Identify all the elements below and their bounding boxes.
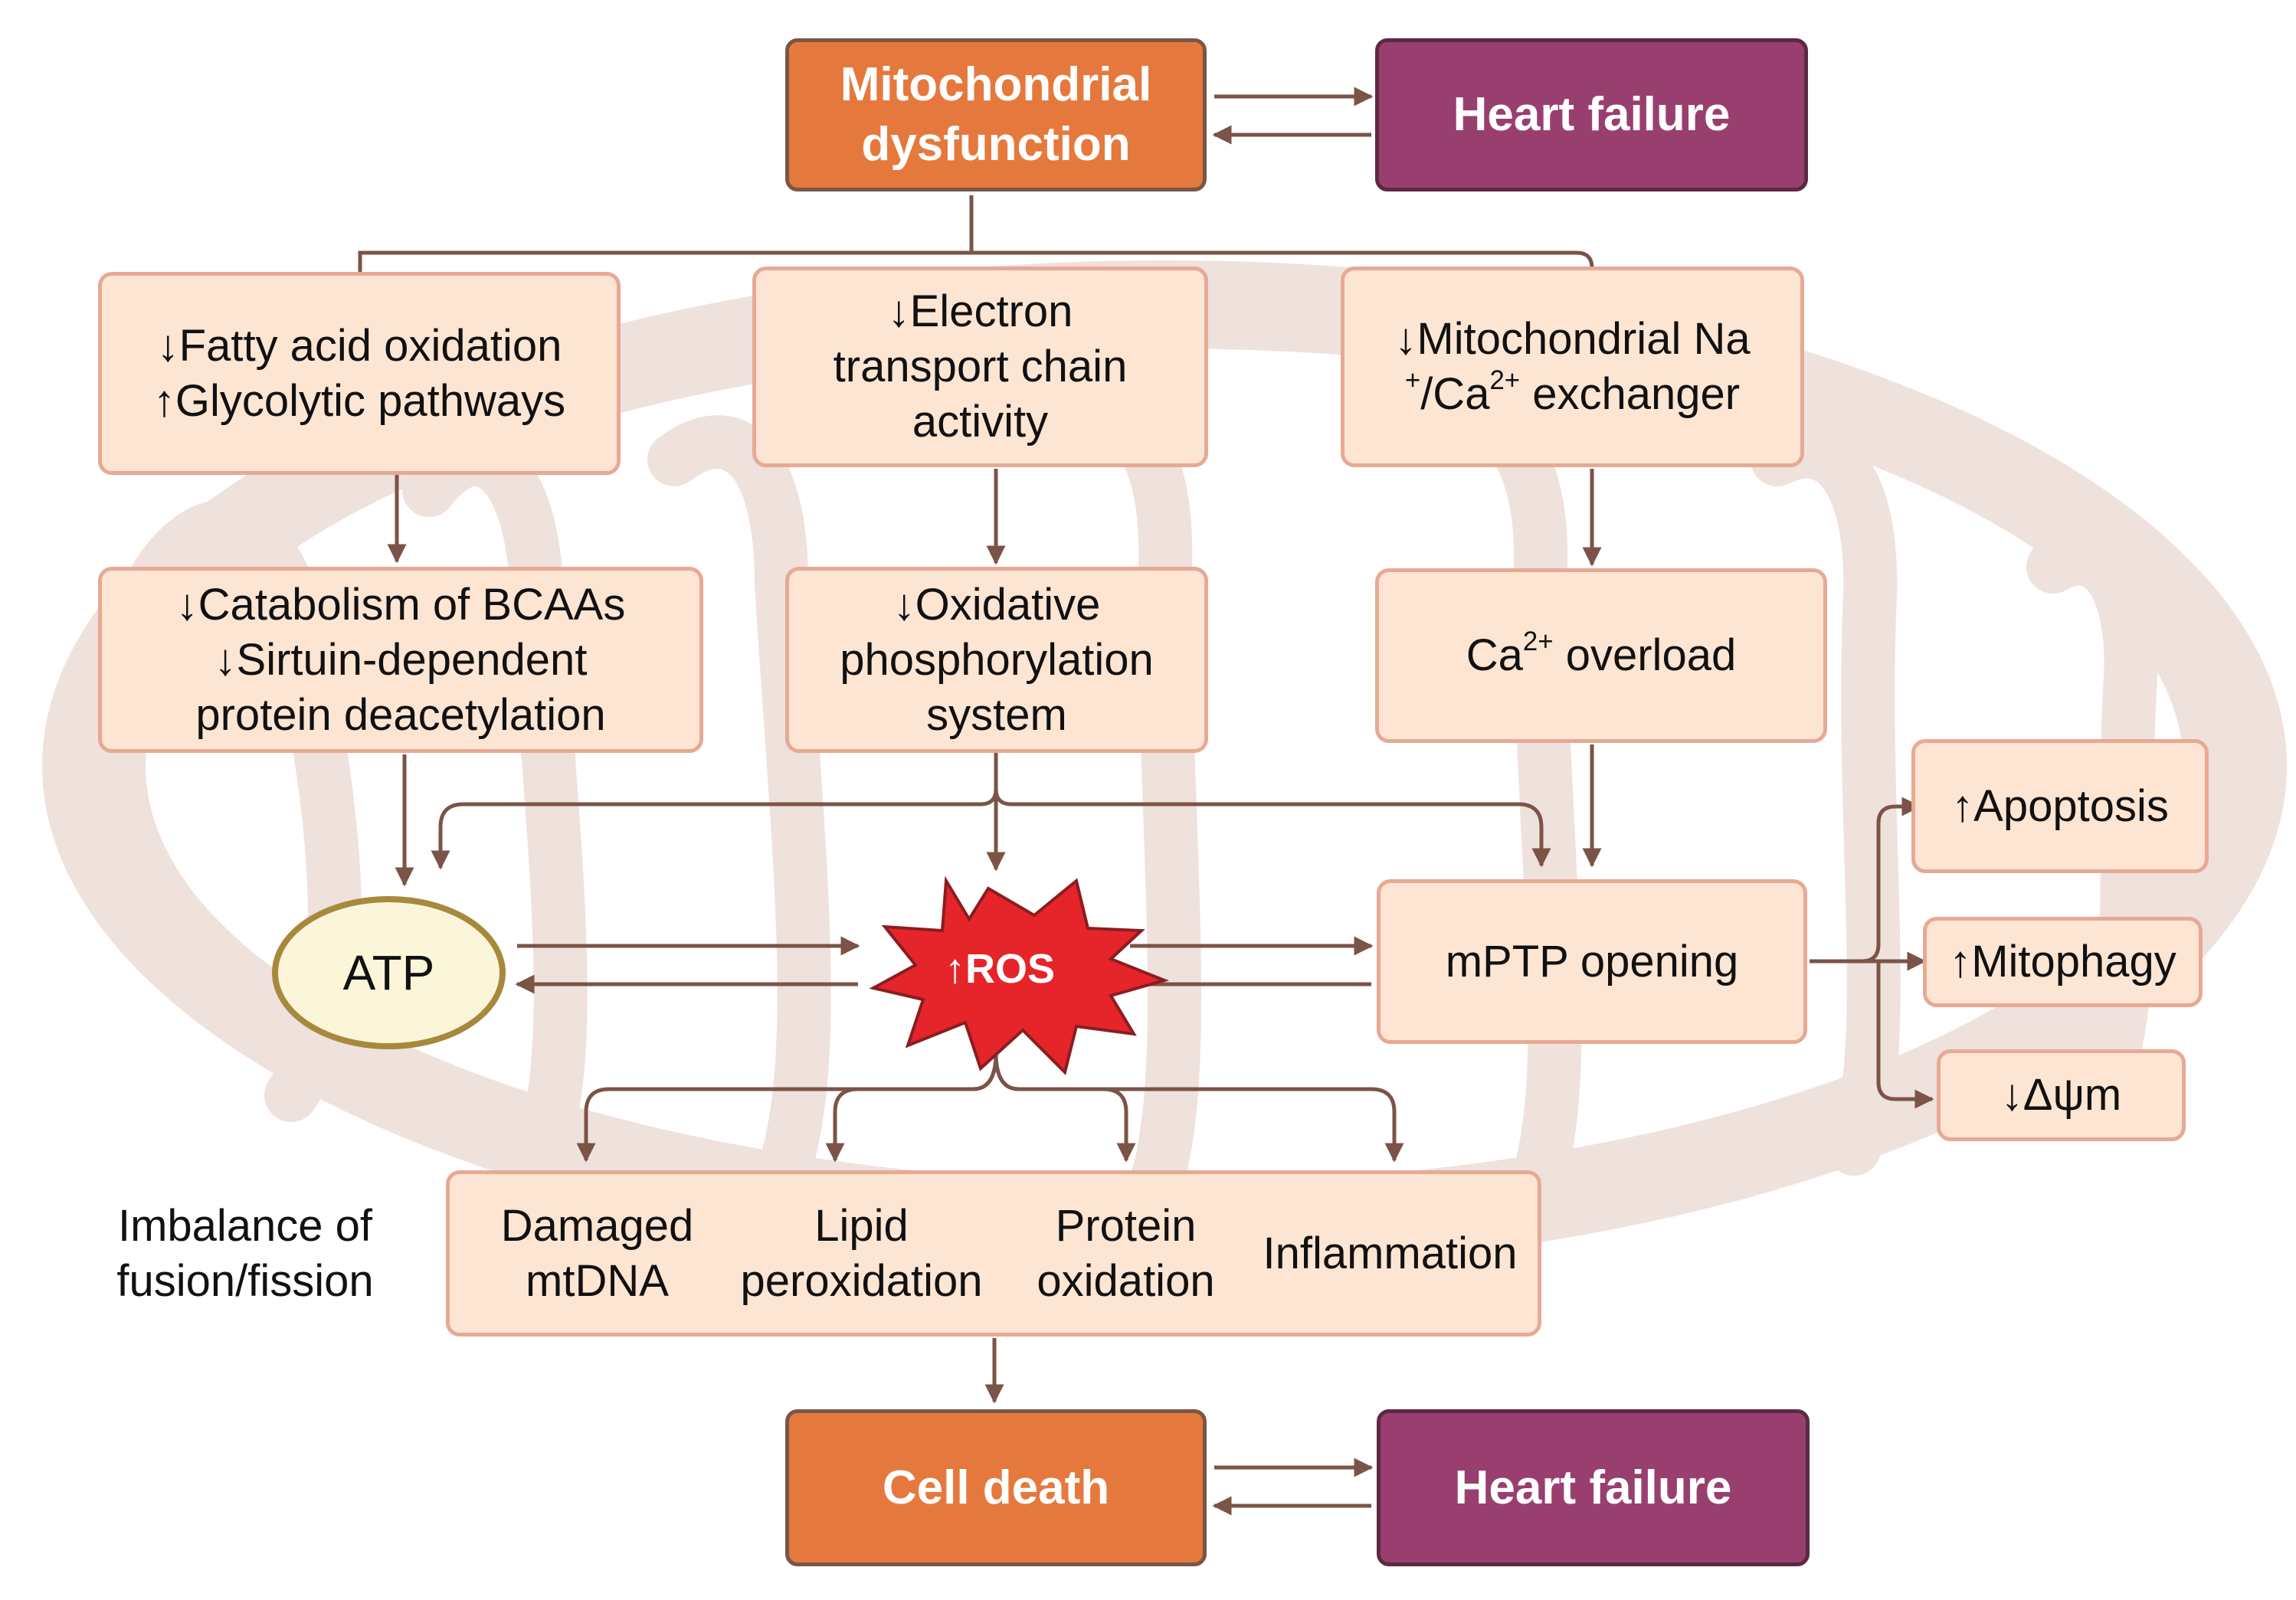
ncx-line-2: +/Ca2+ exchanger	[1405, 367, 1740, 422]
mtdna-line-2: mtDNA	[526, 1255, 669, 1306]
bcaa-line-3: protein deacetylation	[195, 689, 606, 740]
imbalance-line-1: Imbalance of	[117, 1201, 373, 1251]
atp-label: ATP	[342, 945, 435, 1000]
protein-line-2: oxidation	[1037, 1255, 1215, 1306]
mito-dysfunction-line-2: dysfunction	[861, 118, 1131, 171]
imbalance-fusion-fission-label: Imbalance of fusion/fission	[84, 1199, 406, 1309]
cell-death-box: Cell death	[785, 1409, 1207, 1566]
ca-overload-label: Ca2+ overload	[1466, 628, 1736, 683]
atp-ellipse: ATP	[272, 896, 506, 1049]
bcaa-catabolism-box: ↓Catabolism of BCAAs ↓Sirtuin-dependent …	[98, 567, 703, 753]
oxphos-line-1: ↓Oxidative	[893, 579, 1101, 630]
ncx-exchanger: exchanger	[1520, 369, 1741, 419]
mito-dysfunction-line-1: Mitochondrial	[840, 58, 1152, 111]
ncx-line-1: ↓Mitochondrial Na	[1394, 314, 1751, 364]
heart-failure-top-label: Heart failure	[1453, 88, 1731, 141]
inflammation-cell: Inflammation	[1258, 1226, 1522, 1281]
lipid-line-1: Lipid	[814, 1200, 909, 1251]
lipid-line-2: peroxidation	[740, 1255, 983, 1306]
apoptosis-box: ↑Apoptosis	[1911, 739, 2209, 873]
protein-oxidation-cell: Protein oxidation	[994, 1199, 1258, 1309]
ncx-ca: /Ca	[1420, 369, 1490, 419]
ncx-plus-sup: +	[1404, 365, 1421, 395]
ca-overload-box: Ca2+ overload	[1375, 568, 1827, 743]
heart-failure-bottom-box: Heart failure	[1377, 1409, 1810, 1566]
mitophagy-label: ↑Mitophagy	[1949, 937, 2176, 987]
electron-transport-box: ↓Electron transport chain activity	[752, 267, 1208, 467]
oxphos-line-2: phosphorylation	[840, 634, 1154, 685]
delta-psi-box: ↓Δψm	[1937, 1049, 2186, 1141]
mitochondrial-dysfunction-box: Mitochondrial dysfunction	[785, 38, 1207, 191]
arrow-mptp-to-dpsi	[1876, 961, 1934, 1109]
cell-death-label: Cell death	[882, 1461, 1110, 1514]
delta-psi-label: ↓Δψm	[2000, 1070, 2122, 1120]
mptp-opening-box: mPTP opening	[1377, 879, 1807, 1044]
arrow-ros-to-inflammation	[1103, 1087, 1404, 1163]
mtdna-line-1: Damaged	[500, 1200, 694, 1251]
ca-overload-ca: Ca	[1466, 630, 1523, 680]
oxphos-line-3: system	[926, 689, 1067, 740]
oxphos-box: ↓Oxidative phosphorylation system	[785, 567, 1208, 753]
branch-bracket-top	[358, 195, 1594, 272]
imbalance-line-2: fusion/fission	[116, 1256, 374, 1306]
ros-starburst	[869, 875, 1170, 1075]
mptp-label: mPTP opening	[1445, 936, 1739, 987]
protein-line-1: Protein	[1055, 1200, 1197, 1251]
etc-line-1: ↓Electron	[887, 286, 1073, 336]
ros-label: ↑ROS	[944, 946, 1056, 992]
arrow-oxphos-branches	[431, 753, 998, 870]
bcaa-line-2: ↓Sirtuin-dependent	[214, 634, 588, 685]
ca-overload-text: overload	[1553, 630, 1737, 680]
na-ca-exchanger-box: ↓Mitochondrial Na +/Ca2+ exchanger	[1341, 267, 1804, 467]
arrow-oxphos-to-mptp	[994, 788, 1551, 868]
apoptosis-label: ↑Apoptosis	[1951, 780, 2169, 831]
ncx-2plus-sup: 2+	[1489, 365, 1521, 395]
arrow-ros-to-protein	[994, 1052, 1136, 1163]
mitophagy-box: ↑Mitophagy	[1923, 917, 2203, 1007]
fatty-line-1: ↓Fatty acid oxidation	[156, 320, 562, 371]
arrow-ros-to-lipid	[825, 1087, 859, 1163]
damage-box: Damaged mtDNA Lipid peroxidation Protein…	[446, 1170, 1541, 1337]
fatty-acid-box: ↓Fatty acid oxidation ↑Glycolytic pathwa…	[98, 272, 621, 475]
inflammation-label: Inflammation	[1263, 1228, 1518, 1278]
arrow-mptp-outcomes	[1810, 797, 1921, 964]
fatty-line-2: ↑Glycolytic pathways	[152, 375, 566, 426]
arrow-ros-to-damage	[576, 1052, 998, 1163]
heart-failure-top-box: Heart failure	[1375, 38, 1808, 191]
etc-line-3: activity	[912, 397, 1049, 447]
damaged-mtdna-cell: Damaged mtDNA	[465, 1199, 729, 1309]
etc-line-2: transport chain	[833, 342, 1128, 391]
ca-overload-sup: 2+	[1522, 626, 1554, 656]
bcaa-line-1: ↓Catabolism of BCAAs	[175, 579, 626, 630]
heart-failure-bottom-label: Heart failure	[1454, 1461, 1732, 1514]
lipid-peroxidation-cell: Lipid peroxidation	[729, 1199, 994, 1309]
